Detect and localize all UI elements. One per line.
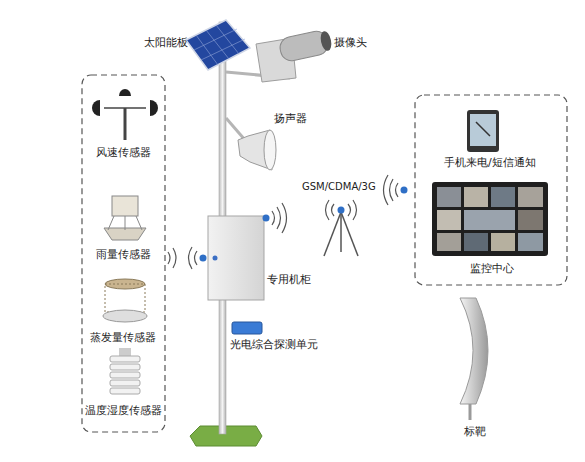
phone-node: 手机来电/短信通知 xyxy=(440,106,558,174)
speaker-arm xyxy=(226,118,245,140)
sensor-label: 温度湿度传感器 xyxy=(85,404,162,417)
gauge-top xyxy=(112,196,138,216)
monitor-tile xyxy=(464,233,488,251)
target-node: 标靶 xyxy=(452,292,508,444)
detection-unit xyxy=(232,322,262,334)
solar-panel xyxy=(186,20,250,70)
sensor-group-frame xyxy=(82,75,165,432)
sensor-label: 蒸发量传感器 xyxy=(90,331,156,344)
monitor-node: 监控中心 xyxy=(428,178,554,280)
monitor-tile xyxy=(491,187,515,207)
shield-cap xyxy=(119,348,131,356)
shield-disc xyxy=(110,388,140,394)
gauge-rod xyxy=(125,216,126,230)
cabinet-box xyxy=(208,216,264,300)
speaker xyxy=(238,130,276,170)
node-label: 标靶 xyxy=(464,425,486,438)
detection-unit-node: 光电综合探测单元 xyxy=(228,318,340,354)
monitor-tile xyxy=(437,187,461,207)
network-label: GSM/CDMA/3G xyxy=(302,180,376,193)
wireless-waves xyxy=(168,248,176,268)
part-label: 摄像头 xyxy=(334,36,367,49)
monitor-tile xyxy=(518,233,543,251)
speaker-bell xyxy=(264,130,276,170)
wireless-waves xyxy=(189,247,198,269)
panel-grid xyxy=(194,29,237,50)
pan-cage xyxy=(105,284,145,312)
target-plate xyxy=(460,298,488,404)
remote-group-frame xyxy=(415,95,567,285)
phone-body xyxy=(467,110,499,152)
wind-cup xyxy=(92,100,100,116)
monitor-tile xyxy=(518,210,543,230)
wireless-symbols xyxy=(168,175,408,269)
tower-leg xyxy=(341,212,358,256)
gauge-rod xyxy=(108,216,114,230)
shield-disc xyxy=(110,356,140,362)
gsm-tower xyxy=(324,200,358,256)
camera xyxy=(256,29,333,82)
target xyxy=(460,298,488,420)
tower-leg xyxy=(340,212,342,252)
monitor-tile xyxy=(437,210,461,230)
temp-humidity-sensor xyxy=(110,348,140,394)
phone-stylus xyxy=(476,122,490,136)
shield-disc xyxy=(110,364,140,370)
part-label: 扬声器 xyxy=(274,112,307,125)
wireless-dot xyxy=(200,255,207,262)
panel-grid xyxy=(216,25,239,54)
monitor-tile xyxy=(464,187,488,207)
evaporation-sensor xyxy=(103,279,147,322)
target-post xyxy=(469,404,472,420)
monitor-tile xyxy=(491,233,515,251)
panel-grid xyxy=(196,35,218,65)
wireless-dot xyxy=(401,187,408,194)
tower-dot xyxy=(338,207,345,214)
monitor-tile xyxy=(464,210,515,230)
wireless-waves xyxy=(272,203,287,233)
wind-cup xyxy=(119,89,131,96)
wind-cup xyxy=(150,100,158,116)
monitor-tile xyxy=(437,233,461,251)
phone-icon xyxy=(467,110,499,152)
phone-screen xyxy=(470,114,496,146)
wireless-waves xyxy=(384,175,399,205)
shield-disc xyxy=(110,372,140,378)
sensor-arm xyxy=(104,107,146,109)
sensor-label: 雨量传感器 xyxy=(96,248,151,261)
sensor-mast xyxy=(124,108,127,140)
rain-sensor xyxy=(104,196,146,240)
wind-sensor xyxy=(92,89,158,140)
pole xyxy=(190,22,290,446)
tower-leg xyxy=(324,212,341,256)
node-label: 监控中心 xyxy=(470,262,514,275)
gauge-rod xyxy=(136,216,142,230)
sensor-label: 风速传感器 xyxy=(96,146,151,159)
cabinet-lock xyxy=(213,256,218,261)
panel-grid xyxy=(201,39,245,60)
tower-waves xyxy=(326,200,357,220)
wireless-dot xyxy=(263,215,270,222)
cabinet xyxy=(208,216,264,300)
shield-disc xyxy=(110,380,140,386)
monitor-tile xyxy=(518,187,543,207)
node-label: 光电综合探测单元 xyxy=(230,338,318,351)
monitor-wall xyxy=(432,182,548,256)
part-label: 太阳能板 xyxy=(144,36,188,49)
monitor-frame xyxy=(432,182,548,256)
node-label: 专用机柜 xyxy=(267,273,311,286)
cabinet-node: 专用机柜 xyxy=(206,213,332,305)
panel-face xyxy=(186,20,250,70)
camera-lens xyxy=(319,30,333,52)
pan-base xyxy=(103,310,147,322)
node-label: 手机来电/短信通知 xyxy=(444,156,536,169)
